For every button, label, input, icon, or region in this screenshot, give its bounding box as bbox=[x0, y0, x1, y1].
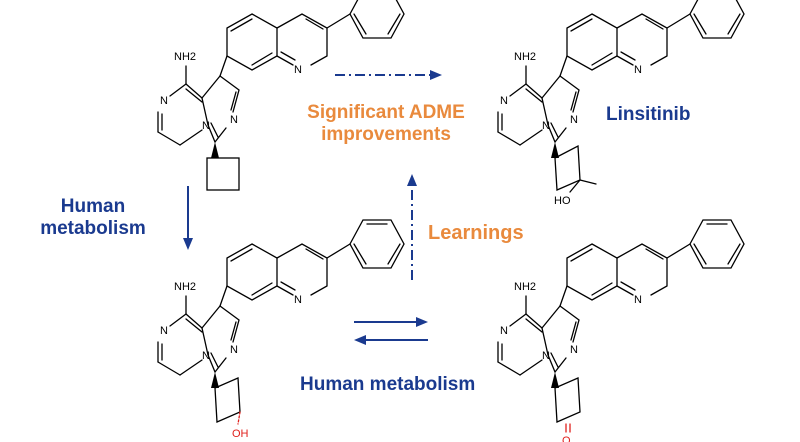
arrow-equilibrium-left bbox=[354, 335, 428, 345]
atom-n: N bbox=[570, 114, 578, 126]
atom-n: N bbox=[230, 114, 238, 126]
atom-n: N bbox=[294, 294, 302, 306]
atom-n: N bbox=[500, 325, 508, 337]
arrow-top-dashdot bbox=[335, 70, 442, 80]
label-human-metabolism-left: Human metabolism bbox=[40, 196, 146, 239]
atom-n: N bbox=[634, 294, 642, 306]
atom-n: N bbox=[294, 64, 302, 76]
atom-n: N bbox=[160, 95, 168, 107]
arrow-down bbox=[183, 186, 193, 250]
atom-nh2: NH2 bbox=[174, 51, 196, 63]
molecule-cyclobutanone: NH2 N N N N O bbox=[497, 219, 745, 442]
arrow-equilibrium-right bbox=[354, 317, 428, 327]
atom-n: N bbox=[202, 350, 210, 362]
molecule-hydroxycyclobutyl: NH2 N N N N OH bbox=[157, 219, 405, 440]
atom-oh: OH bbox=[232, 428, 249, 440]
atom-nh2: NH2 bbox=[174, 281, 196, 293]
atom-ho: HO bbox=[554, 195, 571, 207]
molecule-cyclobutyl: NH2 N N N N bbox=[157, 0, 405, 191]
label-human-metabolism-bottom: Human metabolism bbox=[300, 374, 476, 395]
atom-n: N bbox=[634, 64, 642, 76]
label-significant-adme: Significant ADME improvements bbox=[307, 102, 465, 145]
atom-o: O bbox=[562, 435, 571, 442]
atom-n: N bbox=[570, 344, 578, 356]
atom-n: N bbox=[500, 95, 508, 107]
atom-n: N bbox=[202, 120, 210, 132]
atom-n: N bbox=[230, 344, 238, 356]
label-linsitinib: Linsitinib bbox=[606, 104, 691, 125]
molecule-linsitinib: NH2 N N N N HO bbox=[497, 0, 745, 207]
atom-n: N bbox=[542, 350, 550, 362]
arrow-up-dashdot bbox=[407, 174, 417, 280]
atom-n: N bbox=[160, 325, 168, 337]
atom-nh2: NH2 bbox=[514, 51, 536, 63]
atom-nh2: NH2 bbox=[514, 281, 536, 293]
label-learnings: Learnings bbox=[428, 222, 524, 244]
atom-n: N bbox=[542, 120, 550, 132]
